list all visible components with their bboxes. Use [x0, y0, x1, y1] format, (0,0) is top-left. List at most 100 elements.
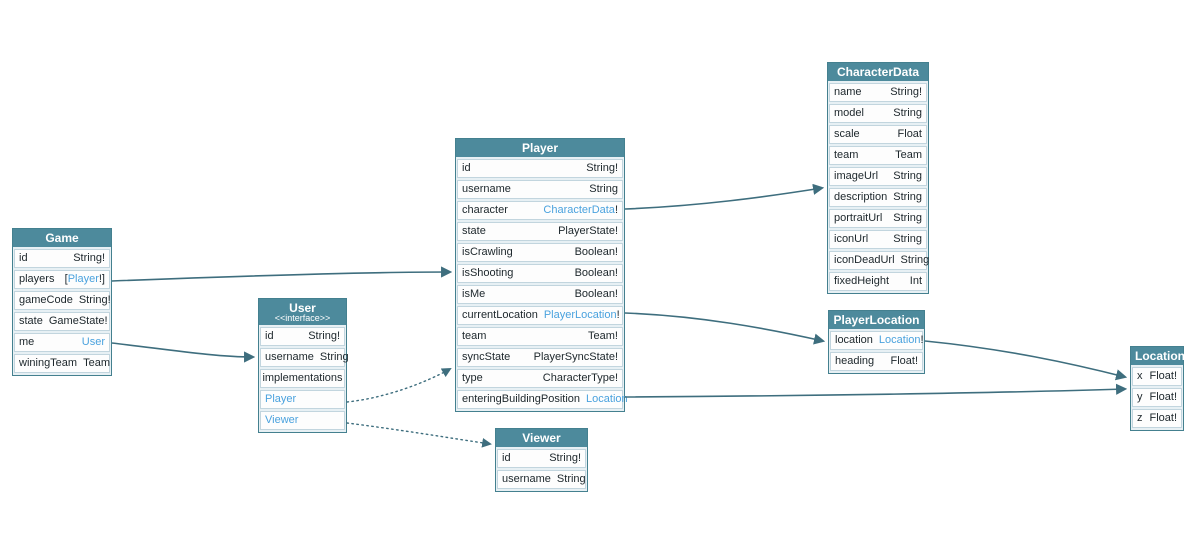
field-type: CharacterType!: [542, 372, 618, 384]
table-title: Viewer: [522, 431, 561, 445]
field-row-me[interactable]: me User: [14, 333, 110, 352]
table-header-player[interactable]: Player: [456, 139, 624, 157]
field-type: Boolean!: [574, 267, 618, 279]
field-name: enteringBuildingPosition: [462, 393, 581, 405]
field-name: id: [462, 162, 471, 174]
field-name: y: [1137, 391, 1143, 403]
field-name: heading: [835, 355, 875, 367]
field-type: String: [893, 212, 922, 224]
field-type: String!: [308, 330, 340, 342]
field-type: String: [900, 254, 930, 266]
field-name: team: [834, 149, 859, 161]
field-row-state[interactable]: state PlayerState!: [457, 222, 623, 241]
field-name: username: [502, 473, 551, 485]
table-subtitle: <<interface>>: [274, 313, 331, 323]
field-row-description[interactable]: description String: [829, 188, 927, 207]
field-row-id[interactable]: id String!: [457, 159, 623, 178]
table-title: Game: [45, 231, 79, 245]
field-type: String!: [890, 86, 922, 98]
field-name: description: [834, 191, 888, 203]
implementation-link-viewer[interactable]: Viewer: [260, 411, 345, 430]
table-title: Player: [521, 141, 559, 155]
field-name: iconDeadUrl: [834, 254, 895, 266]
field-name: x: [1137, 370, 1143, 382]
field-type: Team: [83, 357, 110, 369]
table-header-playerlocation[interactable]: PlayerLocation: [829, 311, 924, 329]
field-row-iconDeadUrl[interactable]: iconDeadUrl String: [829, 251, 930, 270]
field-name: id: [265, 330, 274, 342]
field-name: location: [835, 334, 873, 346]
field-row-portraitUrl[interactable]: portraitUrl String: [829, 209, 927, 228]
edge-Player.enteringBuildingPosition-to-Location: [624, 383, 1128, 398]
field-name: syncState: [462, 351, 511, 363]
implementation-link-player[interactable]: Player: [260, 390, 345, 409]
edge-PlayerLocation.location-to-Location: [924, 340, 1128, 381]
field-row-id[interactable]: id String!: [260, 327, 345, 346]
field-row-location[interactable]: location Location!: [830, 331, 924, 350]
field-row-x[interactable]: x Float!: [1132, 367, 1182, 386]
field-row-username[interactable]: username String: [497, 470, 586, 489]
field-type: User: [81, 336, 105, 348]
field-row-players[interactable]: players[Player!]: [14, 270, 110, 289]
field-name: iconUrl: [834, 233, 869, 245]
edge-Player.character-to-CharacterData: [624, 183, 825, 210]
field-name: username: [462, 183, 511, 195]
field-name: portraitUrl: [834, 212, 883, 224]
field-row-team[interactable]: team Team: [829, 146, 927, 165]
field-type: PlayerSyncState!: [533, 351, 618, 363]
field-row-syncState[interactable]: syncState PlayerSyncState!: [457, 348, 623, 367]
field-type: CharacterData!: [543, 204, 618, 216]
field-type: PlayerState!: [558, 225, 618, 237]
field-type: String: [556, 473, 586, 485]
table-header-game[interactable]: Game: [13, 229, 111, 247]
table-header-user[interactable]: User<<interface>>: [259, 299, 346, 325]
table-header-location[interactable]: Location: [1131, 347, 1185, 365]
table-header-viewer[interactable]: Viewer: [496, 429, 587, 447]
field-name: me: [19, 336, 35, 348]
field-type: Location!: [878, 334, 924, 346]
table-title: Location: [1135, 349, 1185, 363]
table-header-characterdata[interactable]: CharacterData: [828, 63, 928, 81]
section-row-implementations[interactable]: implementations: [260, 369, 345, 388]
field-name: username: [265, 351, 314, 363]
field-name: state: [462, 225, 486, 237]
field-name: state: [19, 315, 43, 327]
field-type: String!: [78, 294, 111, 306]
field-type: String!: [586, 162, 618, 174]
field-type: Float!: [1149, 370, 1177, 382]
field-type: Team: [895, 149, 922, 161]
field-name: z: [1137, 412, 1143, 424]
field-type: String!: [549, 452, 581, 464]
field-type: String: [893, 191, 922, 203]
edge-Game.players-to-Player: [111, 266, 453, 282]
field-name: id: [19, 252, 28, 264]
